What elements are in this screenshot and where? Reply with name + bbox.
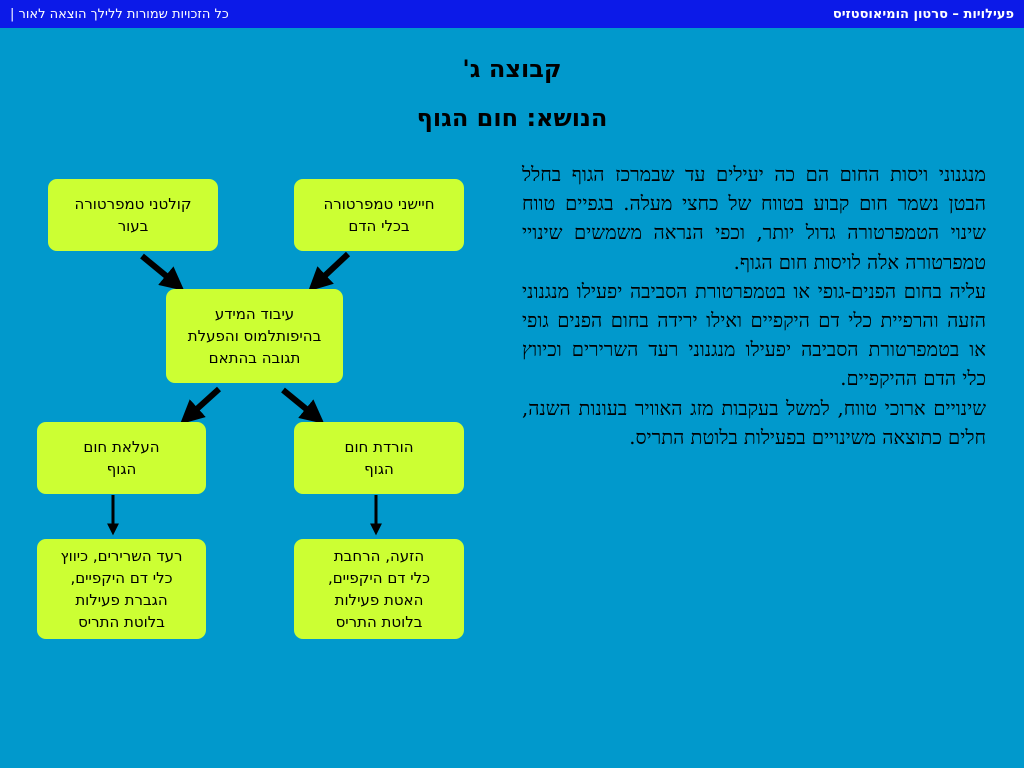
page-subtitle: הנושא: חום הגוף xyxy=(416,104,608,132)
paragraph-1: מנגנוני ויסות החום הם כה יעילים עד שבמרכ… xyxy=(522,163,986,274)
copyright-text: כל הזכויות שמורות ללילך הוצאה לאור | xyxy=(10,6,229,22)
box-lower-temperature: הורדת חום הגוף xyxy=(294,422,464,494)
arrow-processing-to-lower xyxy=(281,387,325,424)
box-skin-receptors: קולטני טמפרטורה בעור xyxy=(48,179,218,251)
box-raise-mechanisms: רעד השרירים, כיווץ כלי דם היקפיים, הגברת… xyxy=(37,539,206,639)
box-blood-sensors: חיישני טמפרטורה בכלי הדם xyxy=(294,179,464,251)
box-hypothalamus-processing: עיבוד המידע בהיפותלמוס והפעלת תגובה בהתא… xyxy=(166,289,343,383)
activity-title: פעילויות – סרטון הומיאוסטזיס xyxy=(832,6,1014,22)
page-title: קבוצה ג' xyxy=(462,55,562,83)
arrow-skin-to-processing xyxy=(140,253,185,291)
paragraph-2: עליה בחום הפנים-גופי או בטמפרטורת הסביבה… xyxy=(522,279,986,391)
arrow-processing-to-raise xyxy=(179,386,222,425)
box-lower-mechanisms: הזעה, הרחבת כלי דם היקפיים, האטת פעילות … xyxy=(294,539,464,639)
box-raise-temperature: העלאת חום הגוף xyxy=(37,422,206,494)
arrow-blood-to-processing xyxy=(308,251,351,292)
explanation-text: מנגנוני ויסות החום הם כה יעילים עד שבמרכ… xyxy=(522,160,986,452)
paragraph-3: שינויים ארוכי טווח, למשל בעקבות מזג האוו… xyxy=(522,396,986,449)
header-bar: כל הזכויות שמורות ללילך הוצאה לאור | פעי… xyxy=(0,0,1024,28)
